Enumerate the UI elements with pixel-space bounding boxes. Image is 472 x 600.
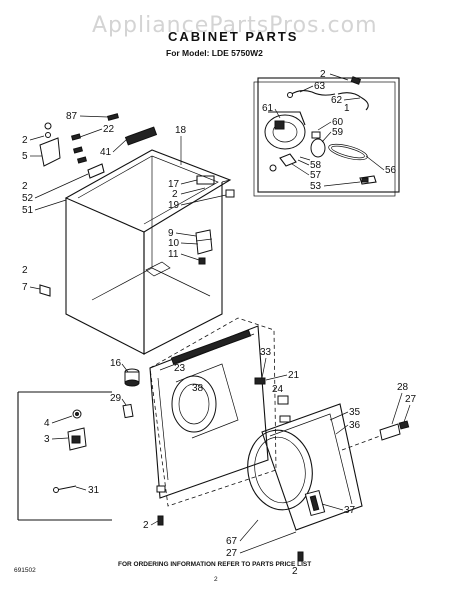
front-panel	[149, 325, 269, 499]
page-number: 2	[214, 576, 218, 583]
latch-inset	[17, 391, 112, 521]
callout-41: 41	[100, 147, 112, 158]
callout-28: 28	[397, 382, 409, 393]
callout-1: 1	[344, 103, 350, 114]
callout-2: 2	[143, 520, 149, 531]
callout-2: 2	[320, 69, 326, 80]
callout-27: 27	[226, 548, 238, 559]
callout-31: 31	[88, 485, 100, 496]
model-subtitle: For Model: LDE 5750W2	[166, 48, 263, 58]
page-title: CABINET PARTS	[168, 29, 298, 44]
callout-53: 53	[310, 181, 322, 192]
callout-33: 33	[260, 347, 272, 358]
callout-22: 22	[103, 124, 115, 135]
callout-10: 10	[168, 238, 180, 249]
callout-3: 3	[44, 434, 50, 445]
callout-56: 56	[385, 165, 397, 176]
callout-19: 19	[168, 200, 180, 211]
callout-62: 62	[331, 95, 343, 106]
callout-38: 38	[192, 383, 204, 394]
callout-9: 9	[168, 228, 174, 239]
door-hinge-parts	[341, 420, 410, 451]
callout-2: 2	[22, 181, 28, 192]
callout-5: 5	[22, 151, 28, 162]
callout-23: 23	[174, 363, 186, 374]
callout-67: 67	[226, 536, 238, 547]
hinge-bracket	[195, 229, 213, 265]
left-bracket-parts	[39, 113, 119, 179]
motor-inset	[253, 76, 400, 197]
callout-24: 24	[272, 384, 284, 395]
callout-59: 59	[332, 127, 344, 138]
cabinet-body	[39, 126, 235, 355]
watermark: AppliancePartsPros.com	[92, 13, 378, 38]
callout-52: 52	[22, 193, 34, 204]
part-2-screw-bottom	[157, 515, 164, 526]
callout-27: 27	[405, 394, 417, 405]
part-2-screw-door	[297, 551, 304, 562]
callout-18: 18	[175, 125, 187, 136]
callout-11: 11	[168, 249, 179, 260]
callout-4: 4	[44, 418, 50, 429]
callout-35: 35	[349, 407, 361, 418]
part-24-switch	[277, 395, 289, 405]
callout-29: 29	[110, 393, 122, 404]
callout-2: 2	[22, 135, 28, 146]
ordering-note: FOR ORDERING INFORMATION REFER TO PARTS …	[118, 561, 311, 568]
callout-57: 57	[310, 170, 322, 181]
callout-21: 21	[288, 370, 300, 381]
callout-7: 7	[22, 282, 28, 293]
callout-58: 58	[310, 160, 322, 171]
dryer-door	[247, 403, 363, 531]
callout-51: 51	[22, 205, 34, 216]
callout-36: 36	[349, 420, 361, 431]
part-29-clip	[122, 403, 134, 419]
callout-37: 37	[344, 505, 356, 516]
callout-17: 17	[168, 179, 180, 190]
callout-87: 87	[66, 111, 78, 122]
callout-2: 2	[172, 189, 178, 200]
callout-2: 2	[22, 265, 28, 276]
callout-60: 60	[332, 117, 344, 128]
callout-16: 16	[110, 358, 122, 369]
callout-2: 2	[292, 566, 298, 577]
leveling-foot	[124, 368, 140, 387]
document-number: 691502	[14, 567, 36, 574]
callout-61: 61	[262, 103, 274, 114]
callout-63: 63	[314, 81, 326, 92]
